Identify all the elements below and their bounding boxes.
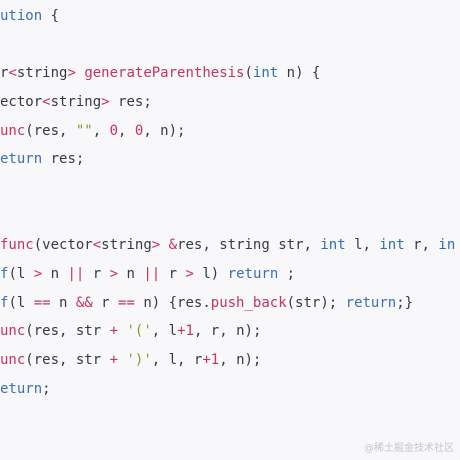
code-token: (l bbox=[8, 266, 34, 282]
code-token: f bbox=[0, 266, 9, 282]
code-token: < bbox=[8, 65, 17, 81]
code-token: > bbox=[67, 65, 76, 81]
code-token: f bbox=[0, 295, 9, 311]
code-token: in bbox=[438, 237, 456, 253]
code-token: > bbox=[101, 94, 110, 110]
code-token: push_back bbox=[210, 295, 287, 311]
code-token: { bbox=[42, 8, 60, 24]
code-token: ;} bbox=[396, 295, 414, 311]
code-token: < bbox=[42, 94, 51, 110]
code-token: , n); bbox=[219, 352, 262, 368]
code-token: 0 bbox=[134, 123, 144, 139]
code-token: r bbox=[84, 266, 110, 282]
code-token: , bbox=[118, 123, 135, 139]
code-token: r bbox=[160, 266, 186, 282]
code-token: + bbox=[109, 352, 119, 368]
code-token: (res, str bbox=[25, 352, 110, 368]
code-token: ector bbox=[0, 94, 43, 110]
code-line: ector<string> res; bbox=[0, 92, 152, 112]
code-token: , r, n); bbox=[193, 323, 262, 339]
code-line: unc(res, str + ')', l, r+1, n); bbox=[0, 350, 261, 370]
code-line: eturn res; bbox=[0, 149, 84, 169]
code-token: res; bbox=[42, 151, 85, 167]
code-token: ( bbox=[244, 65, 253, 81]
code-token: unc bbox=[0, 123, 26, 139]
code-line: unc(res, "", 0, 0, n); bbox=[0, 121, 185, 141]
code-token: || bbox=[143, 266, 161, 282]
code-line: f(l > n || r > n || r > l) return ; bbox=[0, 264, 295, 284]
code-token: int bbox=[379, 237, 405, 253]
code-token bbox=[160, 237, 168, 253]
code-token: l, bbox=[345, 237, 380, 253]
watermark: @稀土掘金技术社区 bbox=[364, 443, 454, 454]
code-token: == bbox=[33, 295, 51, 311]
code-token: 1 bbox=[210, 352, 220, 368]
code-token: == bbox=[118, 295, 135, 311]
code-token: 1 bbox=[185, 323, 194, 339]
code-token: (res, bbox=[25, 123, 76, 139]
code-token: res; bbox=[109, 94, 152, 110]
code-token: , l bbox=[151, 323, 178, 339]
code-token: , bbox=[92, 123, 110, 139]
code-token: return bbox=[345, 295, 397, 311]
code-token: return bbox=[227, 266, 279, 282]
code-token: eturn bbox=[0, 381, 43, 397]
code-token: > bbox=[151, 237, 161, 253]
code-token: func bbox=[0, 237, 34, 253]
code-token: ')' bbox=[126, 352, 152, 368]
code-token: string bbox=[101, 237, 152, 253]
code-token: n bbox=[50, 295, 76, 311]
code-line: ution { bbox=[0, 6, 59, 26]
code-line: r<string> generateParenthesis(int n) { bbox=[0, 63, 320, 83]
code-token: r bbox=[0, 65, 9, 81]
code-token: > bbox=[185, 266, 194, 282]
code-token: ution bbox=[0, 8, 43, 24]
code-token: r bbox=[92, 295, 119, 311]
code-token: '(' bbox=[126, 323, 152, 339]
code-token: < bbox=[92, 237, 102, 253]
code-token: string bbox=[50, 94, 102, 110]
code-token: 0 bbox=[109, 123, 119, 139]
code-token: n) {res. bbox=[134, 295, 211, 311]
code-token: & bbox=[168, 237, 178, 253]
code-token: + bbox=[202, 352, 211, 368]
code-token: n bbox=[118, 266, 144, 282]
code-token: || bbox=[67, 266, 85, 282]
code-token: res, string str, bbox=[177, 237, 321, 253]
code-token: string bbox=[16, 65, 68, 81]
code-token: l) bbox=[193, 266, 228, 282]
code-token: (l bbox=[8, 295, 34, 311]
code-token: n) { bbox=[278, 65, 321, 81]
code-token: (res, str bbox=[25, 323, 110, 339]
code-token: && bbox=[75, 295, 93, 311]
code-token: (str); bbox=[286, 295, 346, 311]
code-token: n bbox=[42, 266, 68, 282]
code-line: func(vector<string> &res, string str, in… bbox=[0, 235, 455, 255]
code-token: unc bbox=[0, 352, 26, 368]
code-token: + bbox=[177, 323, 186, 339]
code-token: eturn bbox=[0, 151, 43, 167]
code-token: "" bbox=[75, 123, 93, 139]
code-token: ; bbox=[278, 266, 296, 282]
code-token: , n); bbox=[143, 123, 186, 139]
code-token: > bbox=[33, 266, 43, 282]
code-token: unc bbox=[0, 323, 26, 339]
code-token: , l, r bbox=[151, 352, 203, 368]
code-token: ; bbox=[42, 381, 51, 397]
code-token: int bbox=[320, 237, 346, 253]
code-token: generateParenthesis bbox=[84, 65, 245, 81]
code-token: (vector bbox=[33, 237, 93, 253]
code-line: f(l == n && r == n) {res.push_back(str);… bbox=[0, 293, 413, 313]
code-token: int bbox=[252, 65, 279, 81]
code-line: eturn; bbox=[0, 379, 51, 399]
code-token: > bbox=[109, 266, 119, 282]
code-token: r, bbox=[404, 237, 439, 253]
code-line: unc(res, str + '(', l+1, r, n); bbox=[0, 321, 261, 341]
code-token: + bbox=[109, 323, 119, 339]
